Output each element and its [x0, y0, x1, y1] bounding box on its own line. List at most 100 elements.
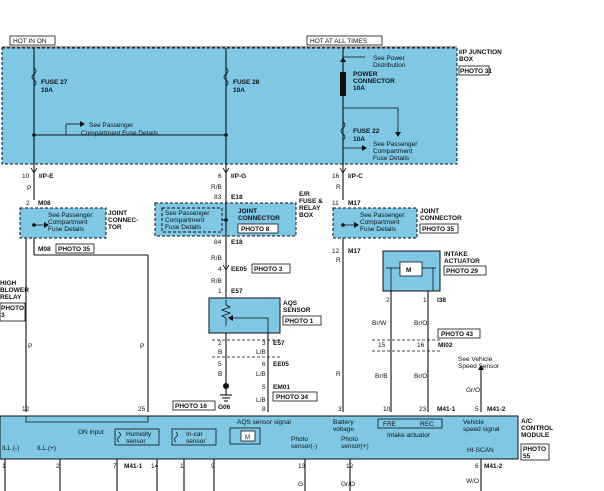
photo-16: PHOTO 16 — [175, 403, 207, 410]
photo-35-a: PHOTO 35 — [58, 246, 90, 253]
ill-minus: ILL.(-) — [2, 445, 19, 452]
wire-r-1: R — [336, 184, 341, 191]
ip-junction-box — [1, 47, 458, 165]
pin-2: 2 — [26, 200, 30, 207]
photo-34: PHOTO 34 — [276, 394, 308, 401]
pin-83: 83 — [214, 194, 222, 201]
wire-b: B — [218, 349, 222, 356]
wire-gro-2: Gr/O — [341, 481, 355, 488]
e18-bot: E18 — [231, 239, 243, 246]
e57-bot: E57 — [273, 340, 285, 347]
pin-12b: 12 — [332, 248, 340, 255]
ee05-bot: EE05 — [273, 361, 289, 368]
wire-bro-2: Br/O — [414, 373, 427, 380]
photo-43: PHOTO 43 — [441, 331, 473, 338]
wire-r-3: R — [336, 371, 341, 378]
aqs-sensor — [208, 297, 281, 334]
wire-p-left: P — [28, 343, 32, 350]
wire-brb: Br/B — [375, 373, 388, 380]
wire-brw: Br/W — [372, 320, 387, 327]
wire-p-right: P — [140, 343, 144, 350]
intake-actuator-text: Intake actuator — [387, 432, 431, 439]
wire-rb-2: R/B — [211, 255, 222, 262]
on-input: ON input — [78, 429, 104, 436]
bpin-12: 12 — [22, 406, 30, 413]
mi02: MI02 — [438, 342, 453, 349]
pin-11: 11 — [332, 200, 339, 207]
wire-wo: W/O — [466, 478, 479, 485]
pin-1b: 1 — [423, 297, 427, 304]
wire-lb-1: L/B — [256, 349, 266, 356]
cpin-14: 14 — [151, 463, 159, 470]
pin-5: 5 — [218, 361, 222, 368]
photo-8: PHOTO 8 — [241, 226, 270, 233]
pin-6b: 6 — [262, 361, 266, 368]
ee05-label: EE05 — [231, 266, 247, 273]
rec-label: REC — [420, 421, 434, 428]
fuse-28-amp: 10A — [233, 87, 245, 94]
bpin-8: 8 — [262, 406, 266, 413]
cpin-9: 9 — [211, 463, 215, 470]
pin-6: 6 — [218, 173, 222, 180]
fuse-22-amp: 10A — [353, 136, 365, 143]
ipg-label: I/P-G — [231, 173, 246, 180]
joint-connector-left — [19, 207, 107, 239]
fuse-28-label: FUSE 28 — [233, 79, 260, 86]
bpin-3: 3 — [338, 406, 342, 413]
cpin-1b: 1 — [180, 463, 184, 470]
ipe-label: I/P-E — [39, 173, 54, 180]
wire-bro-1: Br/O — [414, 320, 427, 327]
cpin-7: 7 — [113, 463, 117, 470]
cpin-2: 2 — [56, 463, 60, 470]
wire-lb-3: L/B — [256, 397, 266, 404]
cpin-6: 6 — [475, 463, 479, 470]
joint-connector-right — [332, 207, 418, 239]
m17-top: M17 — [348, 200, 361, 207]
m41-1-top: M41-1 — [437, 406, 456, 413]
hot-at-all-times-label: HOT AT ALL TIMES — [310, 38, 368, 45]
fre-label: FRE — [383, 421, 397, 428]
g06: G06 — [218, 404, 231, 411]
m08-bot: M08 — [38, 246, 51, 253]
cpin-13: 13 — [298, 463, 306, 470]
e18-top: E18 — [231, 194, 243, 201]
fuse-22-label: FUSE 22 — [353, 128, 380, 135]
m08-top: M08 — [38, 200, 51, 207]
ac-control-module — [0, 415, 519, 460]
photo-1: PHOTO 1 — [285, 318, 314, 325]
pin-16: 16 — [332, 173, 340, 180]
motor-symbol: M — [406, 267, 411, 274]
ipc-label: I/P-C — [348, 173, 363, 180]
bpin-25: 25 — [138, 406, 146, 413]
i38: I38 — [437, 297, 446, 304]
bpin-5: 5 — [475, 406, 479, 413]
wire-p: P — [27, 185, 31, 192]
em01: EM01 — [273, 384, 290, 391]
e57-top: E57 — [231, 288, 243, 295]
module-motor: M — [245, 435, 250, 441]
photo-29: PHOTO 29 — [446, 268, 478, 275]
wire-rb-1: R/B — [211, 184, 222, 191]
pin-10: 10 — [22, 173, 30, 180]
wire-r-2: R — [336, 257, 341, 264]
